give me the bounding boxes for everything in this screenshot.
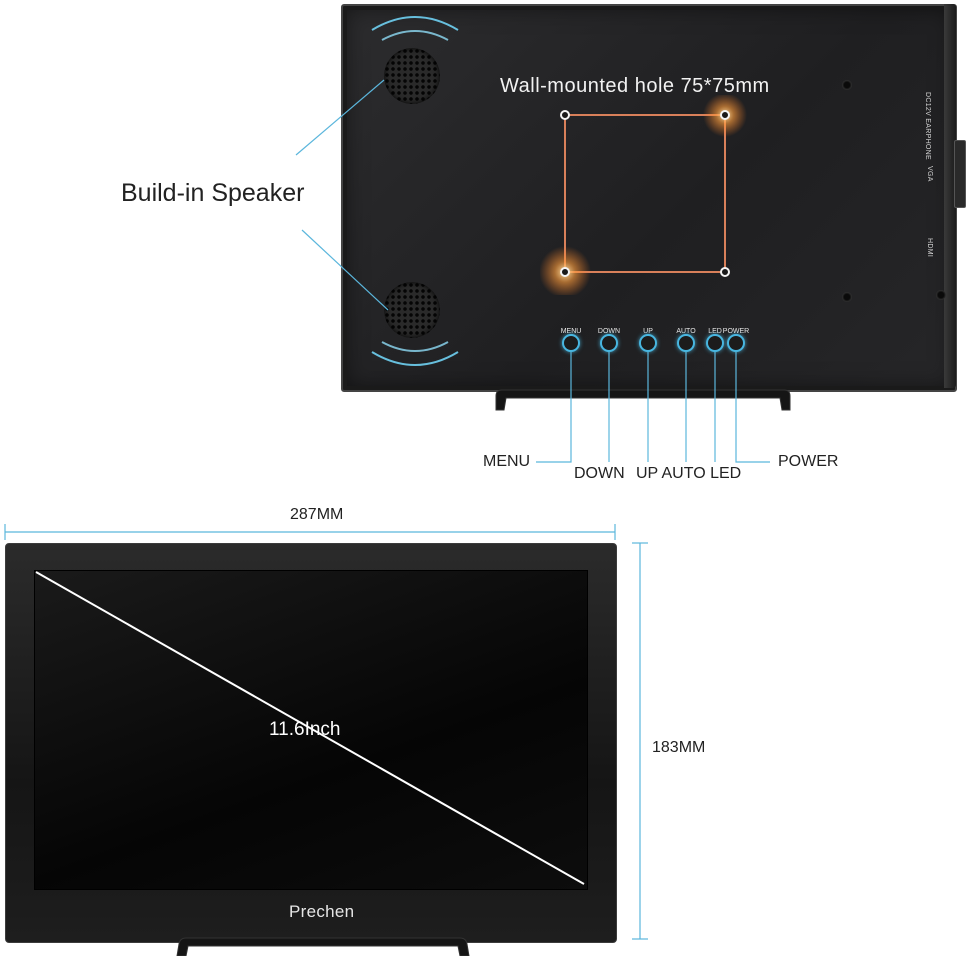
width-label: 287MM — [290, 506, 344, 523]
port-label-dc-earphone: DC12V EARPHONE — [924, 92, 931, 160]
power-button[interactable] — [727, 334, 745, 352]
brand-logo: Prechen — [289, 902, 355, 921]
up-auto-led-callout-label: UP AUTO LED — [636, 465, 742, 482]
diagonal-line — [35, 571, 585, 885]
front-stand — [176, 937, 470, 956]
menu-callout-label: MENU — [483, 453, 531, 470]
width-dimension-line — [4, 524, 616, 540]
height-label: 183MM — [652, 739, 706, 756]
led-button[interactable] — [706, 334, 724, 352]
up-button[interactable] — [639, 334, 657, 352]
vga-connector — [954, 140, 966, 208]
button-label-up: UP — [643, 328, 653, 335]
auto-button[interactable] — [677, 334, 695, 352]
speaker-callout-label: Build-in Speaker — [121, 179, 305, 207]
diagonal-size-label: 11.6Inch — [269, 719, 341, 740]
wall-mount-pattern — [540, 95, 747, 295]
height-dimension-line — [632, 542, 648, 940]
screw-hole — [842, 292, 852, 302]
button-label-menu: MENU — [560, 328, 582, 335]
speaker-grille-top — [384, 48, 440, 104]
monitor-back-panel — [341, 4, 957, 392]
power-callout-label: POWER — [778, 453, 839, 470]
back-stand — [495, 389, 791, 411]
down-button[interactable] — [600, 334, 618, 352]
menu-button[interactable] — [562, 334, 580, 352]
down-callout-label: DOWN — [574, 465, 625, 482]
speaker-grille-bottom — [384, 282, 440, 338]
port-label-hdmi: HDMI — [926, 238, 933, 258]
button-label-power: POWER — [722, 328, 750, 335]
screw-hole — [842, 80, 852, 90]
port-label-vga: VGA — [926, 166, 933, 182]
speaker-bottom-waves — [371, 341, 459, 366]
button-label-led: LED — [708, 328, 722, 335]
wall-mount-caption: Wall-mounted hole 75*75mm — [500, 75, 770, 97]
monitor-side-edge — [944, 4, 956, 388]
button-label-down: DOWN — [597, 328, 621, 335]
screw-hole — [936, 290, 946, 300]
button-label-auto: AUTO — [676, 328, 696, 335]
speaker-top-waves — [371, 16, 459, 41]
